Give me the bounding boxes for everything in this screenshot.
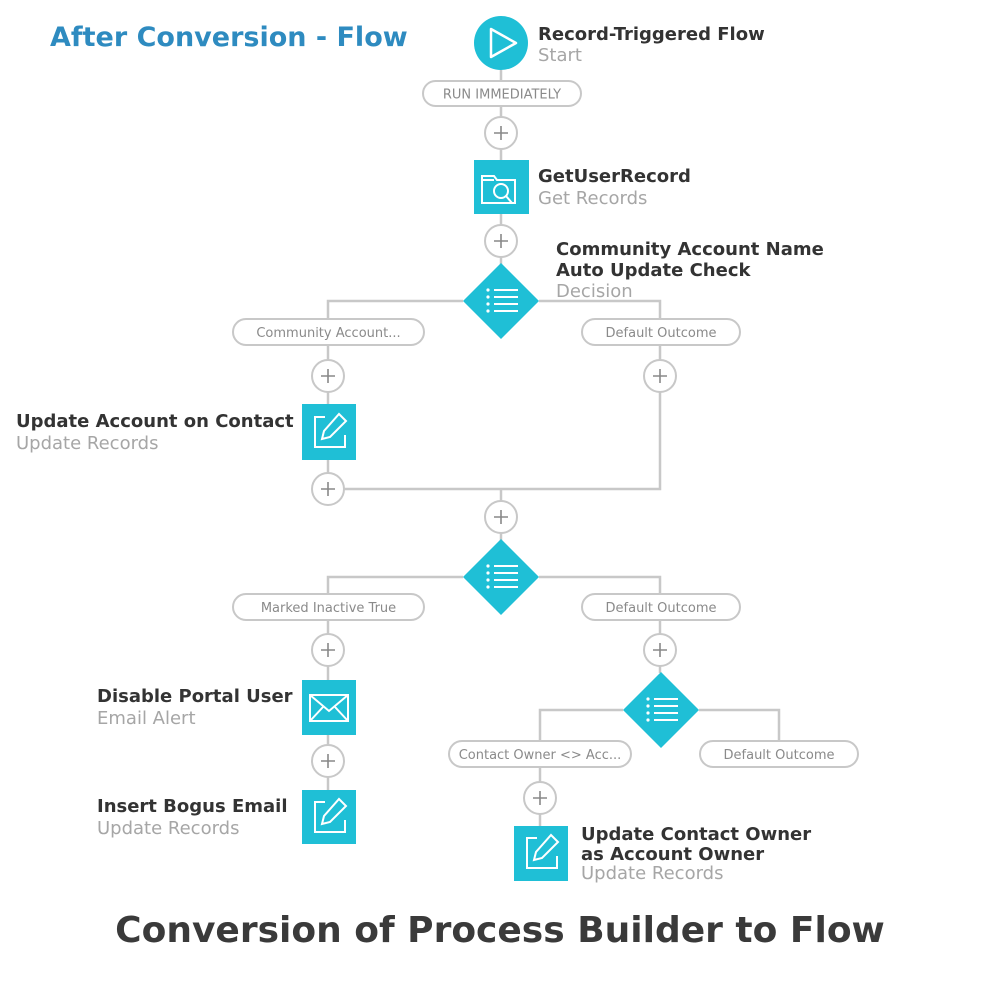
decision-1-node[interactable] — [463, 263, 539, 339]
edit-icon — [314, 797, 348, 833]
update-owner-title-line1: Update Contact Owner — [581, 824, 811, 845]
connector — [326, 575, 463, 594]
add-element-button[interactable] — [311, 633, 345, 667]
list-icon — [486, 564, 518, 589]
connector — [539, 299, 662, 319]
get-records-subtitle: Get Records — [538, 188, 647, 209]
disable-portal-node[interactable] — [302, 680, 356, 735]
start-subtitle: Start — [538, 45, 582, 66]
decision-3-node[interactable] — [623, 672, 699, 748]
add-element-button[interactable] — [643, 359, 677, 393]
connector — [538, 708, 623, 740]
add-element-button[interactable] — [311, 472, 345, 506]
decision-3-outcome-left-label: Contact Owner <> Acc... — [459, 748, 622, 763]
decision-3-outcome-right[interactable]: Default Outcome — [699, 740, 859, 768]
connector — [326, 299, 463, 319]
list-icon — [646, 697, 678, 722]
add-element-button[interactable] — [484, 500, 518, 534]
decision-3-outcome-left[interactable]: Contact Owner <> Acc... — [448, 740, 632, 768]
plus-icon — [494, 126, 508, 140]
plus-icon — [653, 643, 667, 657]
add-element-button[interactable] — [484, 116, 518, 150]
insert-bogus-subtitle: Update Records — [97, 818, 239, 839]
disable-portal-subtitle: Email Alert — [97, 708, 196, 729]
update-owner-subtitle: Update Records — [581, 863, 723, 884]
start-node[interactable] — [474, 16, 528, 70]
plus-icon — [494, 234, 508, 248]
add-element-button[interactable] — [311, 744, 345, 778]
plus-icon — [321, 643, 335, 657]
update-account-subtitle: Update Records — [16, 433, 158, 454]
envelope-icon — [309, 694, 349, 722]
insert-bogus-title: Insert Bogus Email — [97, 796, 288, 817]
decision-1-outcome-right[interactable]: Default Outcome — [581, 318, 741, 346]
add-element-button[interactable] — [311, 359, 345, 393]
folder-search-icon — [481, 175, 516, 204]
plus-icon — [494, 510, 508, 524]
plus-icon — [321, 369, 335, 383]
footer-title: Conversion of Process Builder to Flow — [115, 910, 885, 951]
decision-1-outcome-right-label: Default Outcome — [606, 326, 717, 341]
decision-2-outcome-left[interactable]: Marked Inactive True — [232, 593, 425, 621]
update-account-title: Update Account on Contact — [16, 411, 294, 432]
decision-1-outcome-left-label: Community Account... — [256, 326, 400, 341]
update-owner-title-line2: as Account Owner — [581, 844, 764, 865]
connector — [328, 345, 662, 491]
insert-bogus-node[interactable] — [302, 790, 356, 844]
plus-icon — [321, 754, 335, 768]
decision-2-outcome-left-label: Marked Inactive True — [261, 601, 396, 616]
update-account-node[interactable] — [302, 404, 356, 460]
decision-3-diamond — [623, 672, 699, 748]
decision-3-outcome-right-label: Default Outcome — [724, 748, 835, 763]
add-element-button[interactable] — [643, 633, 677, 667]
get-records-box — [474, 160, 529, 214]
update-account-box — [302, 404, 356, 460]
list-icon — [486, 288, 518, 313]
connector — [539, 575, 662, 594]
decision-2-outcome-right[interactable]: Default Outcome — [581, 593, 741, 621]
run-immediately-pill[interactable]: RUN IMMEDIATELY — [422, 80, 582, 107]
insert-bogus-box — [302, 790, 356, 844]
edit-icon — [526, 833, 560, 869]
run-immediately-label: RUN IMMEDIATELY — [443, 88, 561, 103]
plus-icon — [653, 369, 667, 383]
decision-1-title-line1: Community Account Name — [556, 239, 824, 260]
update-owner-node[interactable] — [514, 826, 568, 881]
get-records-node[interactable] — [474, 160, 529, 214]
decision-2-diamond — [463, 539, 539, 615]
add-element-button[interactable] — [523, 781, 557, 815]
decision-2-outcome-right-label: Default Outcome — [606, 601, 717, 616]
disable-portal-title: Disable Portal User — [97, 686, 293, 707]
add-buttons — [311, 116, 677, 815]
decision-1-outcome-left[interactable]: Community Account... — [232, 318, 425, 346]
play-icon — [489, 27, 518, 59]
update-owner-box — [514, 826, 568, 881]
start-title: Record-Triggered Flow — [538, 24, 765, 45]
get-records-title: GetUserRecord — [538, 166, 691, 187]
plus-icon — [321, 482, 335, 496]
connector — [699, 708, 781, 740]
edit-icon — [314, 412, 348, 448]
start-circle — [474, 16, 528, 70]
add-element-button[interactable] — [484, 224, 518, 258]
decision-1-subtitle: Decision — [556, 281, 633, 302]
decision-1-title-line2: Auto Update Check — [556, 260, 751, 281]
decision-2-node[interactable] — [463, 539, 539, 615]
decision-1-diamond — [463, 263, 539, 339]
diagram-heading: After Conversion - Flow — [50, 22, 408, 53]
plus-icon — [533, 791, 547, 805]
